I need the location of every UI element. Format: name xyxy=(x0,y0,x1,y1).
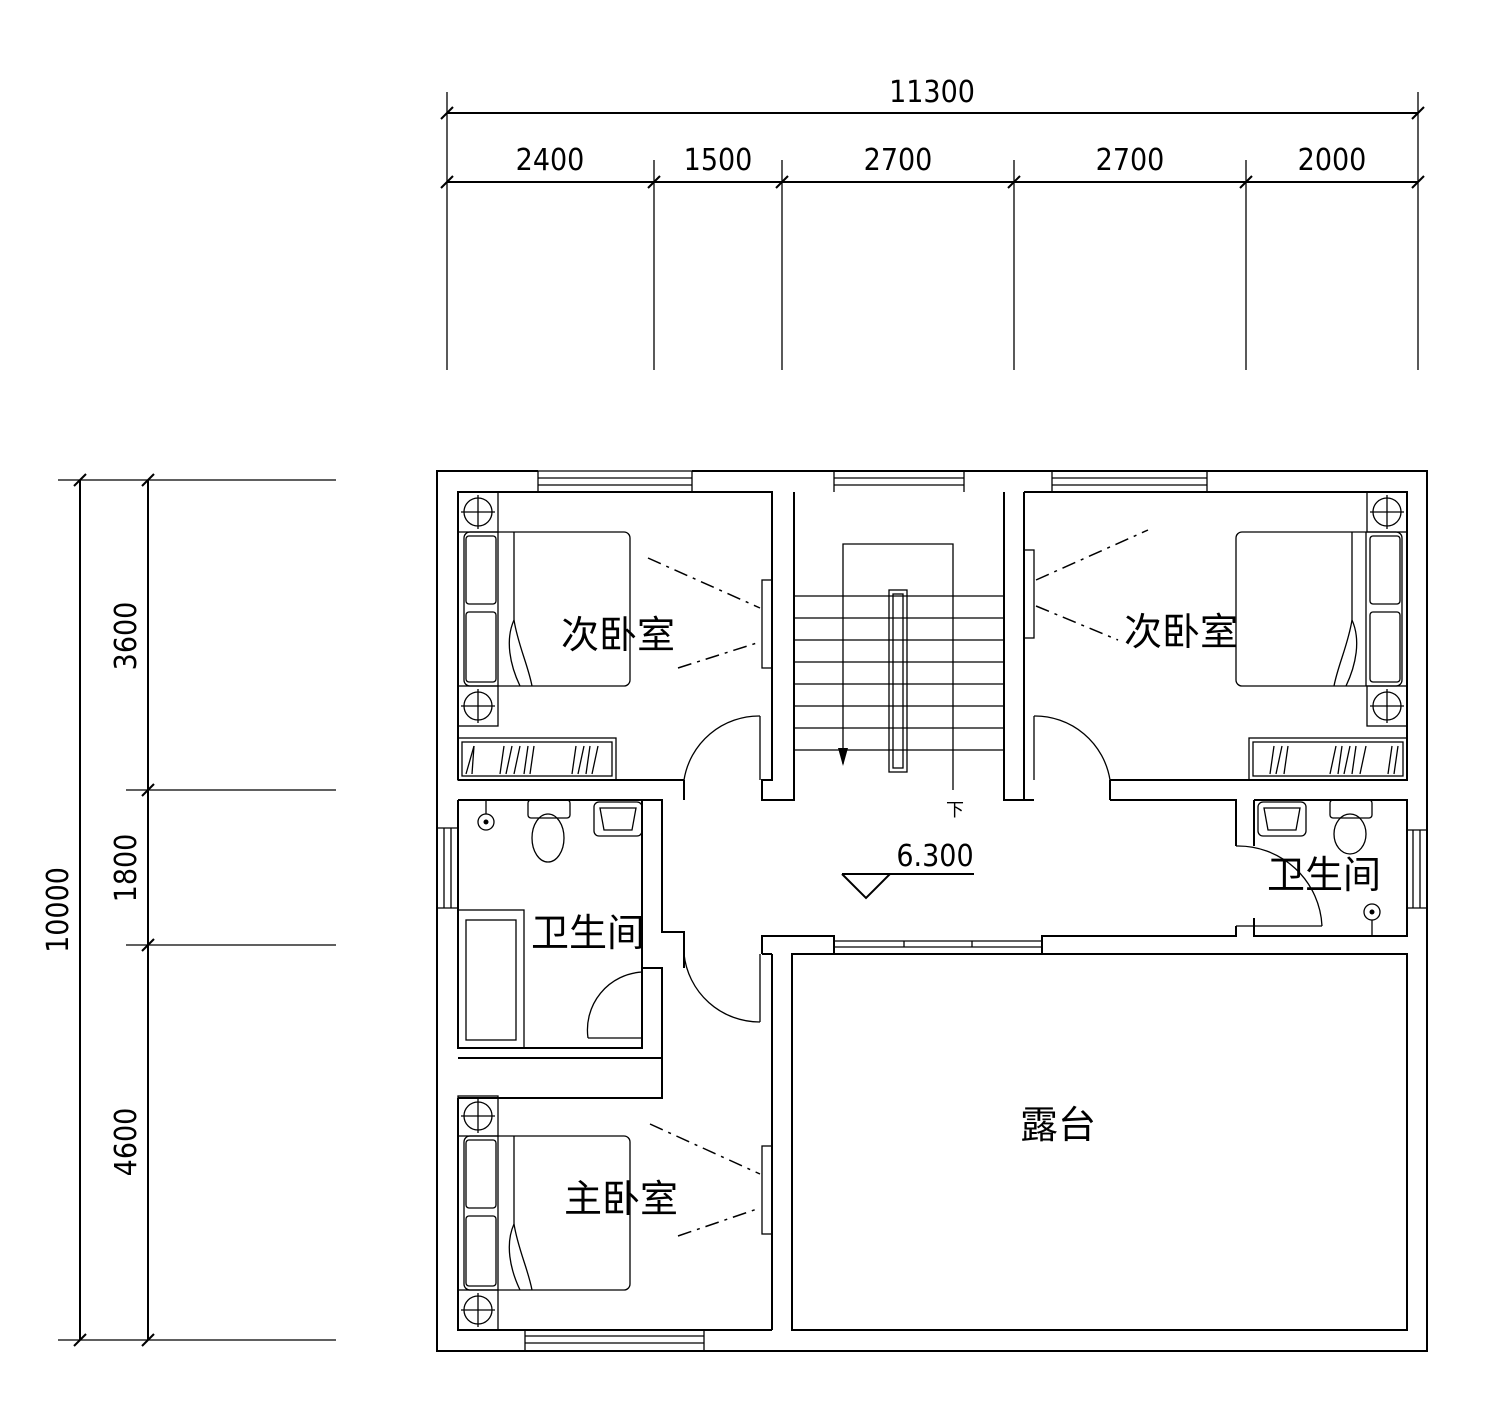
bed xyxy=(463,531,631,687)
nightstand xyxy=(457,491,499,533)
nightstand xyxy=(457,685,499,727)
top-segment-dimension: 2400 xyxy=(516,143,585,178)
window xyxy=(1051,471,1208,492)
elevation-marker: 6.300 xyxy=(841,839,974,900)
window xyxy=(437,827,458,909)
master-bedroom-label: 主卧室 xyxy=(564,1177,678,1221)
top-segment-dimension: 2700 xyxy=(1096,143,1165,178)
top-total-dimension: 11300 xyxy=(889,75,975,110)
nightstand xyxy=(1366,491,1408,533)
window xyxy=(537,468,693,492)
bedroom-label: 次卧室 xyxy=(561,613,675,657)
elevation-label: 6.300 xyxy=(896,839,973,874)
floor-drain xyxy=(477,800,495,831)
toilet xyxy=(1329,799,1373,855)
wardrobe xyxy=(457,737,617,781)
tv-unit xyxy=(1023,529,1149,641)
terrace-label: 露台 xyxy=(1020,1103,1096,1147)
door-swings xyxy=(586,715,1323,1039)
nightstand xyxy=(457,1095,499,1137)
toilet xyxy=(527,799,571,863)
nightstand xyxy=(457,1289,499,1331)
left-segment-dimension: 3600 xyxy=(109,602,144,671)
bed xyxy=(1235,531,1403,687)
washbasin xyxy=(1257,801,1307,837)
outer-walls xyxy=(436,468,1428,1352)
tv-unit xyxy=(649,1123,773,1237)
left-segment-dimension: 1800 xyxy=(109,834,144,903)
bathroom-label: 卫生间 xyxy=(1267,853,1381,897)
bathroom-label: 卫生间 xyxy=(531,911,645,955)
left-segment-dimension: 4600 xyxy=(109,1108,144,1177)
stair-direction-label: 下 xyxy=(946,800,964,821)
top-segment-dimension: 2700 xyxy=(864,143,933,178)
furniture xyxy=(457,491,1408,1331)
bathtub xyxy=(457,909,525,1049)
floor-drain xyxy=(1363,903,1381,936)
window xyxy=(833,471,965,492)
top-segment-dimension: 2000 xyxy=(1298,143,1367,178)
top-segment-dimension: 1500 xyxy=(684,143,753,178)
bedroom-label: 次卧室 xyxy=(1124,610,1238,654)
room-labels: 次卧室 次卧室 卫生间 卫生间 主卧室 露台 xyxy=(531,610,1381,1221)
nightstand xyxy=(1366,685,1408,727)
left-dimension-chain: 10000 3600 1800 4600 xyxy=(41,473,336,1347)
terrace-sliding-door xyxy=(834,940,1042,948)
window xyxy=(1406,829,1427,909)
top-dimension-chain: 11300 2400 1500 2700 2700 2000 xyxy=(440,75,1425,370)
left-total-dimension: 10000 xyxy=(41,867,76,953)
washbasin xyxy=(593,801,643,837)
bed xyxy=(463,1135,631,1291)
window xyxy=(524,1330,705,1351)
stair: 下 xyxy=(794,543,1004,821)
wardrobe xyxy=(1248,737,1408,781)
tv-unit xyxy=(647,557,773,669)
